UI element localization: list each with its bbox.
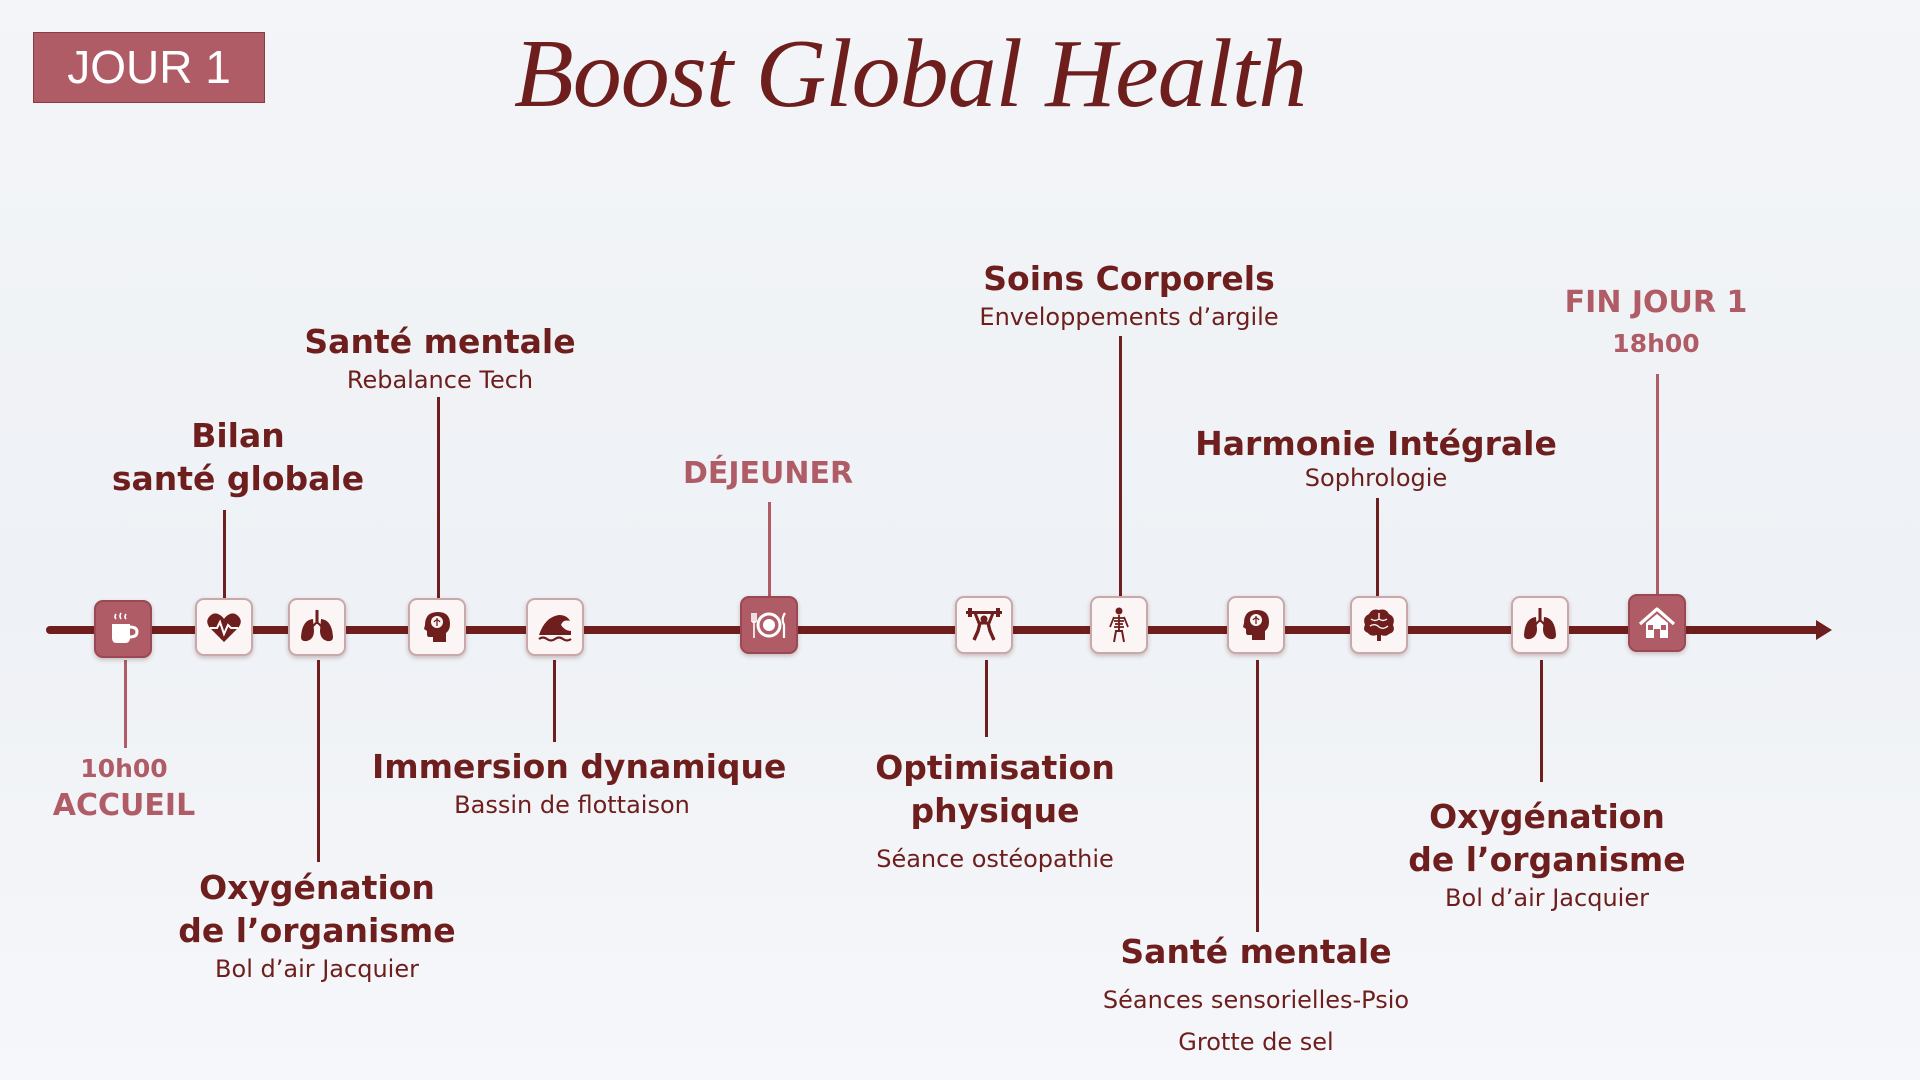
activity-title: physique xyxy=(910,791,1080,830)
node-fin-jour xyxy=(1628,594,1686,652)
activity-title: Oxygénation xyxy=(1429,797,1665,836)
label-oxygenation-1: Oxygénation de l’organisme Bol d’air Jac… xyxy=(152,866,482,986)
connector-oxygenation-2 xyxy=(1540,660,1543,782)
label-soins-corporels: Soins Corporels Enveloppements d’argile xyxy=(944,257,1314,334)
lunch-label: DÉJEUNER xyxy=(682,456,854,491)
label-sante-mentale-2: Santé mentale Séances sensorielles-Psio … xyxy=(1076,930,1436,1059)
activity-title: Bilan xyxy=(191,416,285,455)
label-oxygenation-2: Oxygénation de l’organisme Bol d’air Jac… xyxy=(1382,795,1712,915)
connector-fin-jour xyxy=(1656,374,1659,596)
node-harmonie xyxy=(1350,596,1408,654)
node-accueil xyxy=(94,600,152,658)
activity-title: de l’organisme xyxy=(178,911,456,950)
connector-oxygenation-1 xyxy=(317,660,320,862)
connector-optimisation xyxy=(985,660,988,737)
activity-subtitle: Rebalance Tech xyxy=(346,366,534,394)
house-icon xyxy=(1638,607,1676,638)
activity-title: Santé mentale xyxy=(304,322,576,361)
activity-title: Optimisation xyxy=(875,748,1115,787)
heartbeat-icon xyxy=(207,613,241,642)
page-title: Boost Global Health xyxy=(513,20,1307,128)
node-oxygenation-1 xyxy=(288,598,346,656)
activity-subtitle: Séances sensorielles-Psio xyxy=(1102,986,1410,1014)
connector-sante-mentale-2 xyxy=(1256,660,1259,932)
label-sante-mentale-1: Santé mentale Rebalance Tech xyxy=(280,320,600,397)
connector-bilan xyxy=(223,510,226,600)
plate-cutlery-icon xyxy=(751,612,786,638)
connector-accueil xyxy=(124,660,127,748)
start-time: 10h00 xyxy=(80,754,168,783)
node-sante-mentale-2 xyxy=(1227,596,1285,654)
node-soins-corporels xyxy=(1090,596,1148,654)
activity-subtitle: Bol d’air Jacquier xyxy=(215,955,419,983)
activity-title: Immersion dynamique xyxy=(372,747,787,786)
activity-title: de l’organisme xyxy=(1408,840,1686,879)
coffee-cup-icon xyxy=(112,612,139,643)
activity-subtitle: Sophrologie xyxy=(1304,464,1448,492)
activity-subtitle: Séance ostéopathie xyxy=(876,845,1114,873)
connector-dejeuner xyxy=(768,502,771,598)
activity-subtitle: Bassin de flottaison xyxy=(454,791,690,819)
lungs-icon xyxy=(1524,608,1556,640)
head-brain-icon xyxy=(1243,610,1269,640)
label-fin-jour: FIN JOUR 1 18h00 xyxy=(1536,283,1776,361)
label-optimisation: Optimisation physique Séance ostéopathie xyxy=(850,746,1140,876)
activity-title: Harmonie Intégrale xyxy=(1195,424,1557,463)
label-immersion: Immersion dynamique Bassin de flottaison xyxy=(372,745,787,822)
label-bilan: Bilan santé globale xyxy=(88,414,388,500)
timeline-arrowhead xyxy=(1816,620,1832,640)
connector-sante-mentale-1 xyxy=(437,397,440,600)
timeline-axis xyxy=(46,626,1822,634)
node-sante-mentale-1 xyxy=(408,598,466,656)
wave-icon xyxy=(538,615,572,642)
activity-subtitle: Bol d’air Jacquier xyxy=(1445,884,1649,912)
end-label: FIN JOUR 1 xyxy=(1564,285,1748,320)
start-label: ACCUEIL xyxy=(52,788,196,823)
skeleton-icon xyxy=(1109,607,1129,643)
connector-harmonie xyxy=(1376,498,1379,598)
lungs-icon xyxy=(301,610,333,642)
node-optimisation xyxy=(955,596,1013,654)
activity-title: Soins Corporels xyxy=(983,259,1275,298)
head-brain-icon xyxy=(424,612,450,642)
node-dejeuner xyxy=(740,596,798,654)
label-accueil: 10h00 ACCUEIL xyxy=(24,752,224,826)
node-oxygenation-2 xyxy=(1511,596,1569,654)
activity-title: Santé mentale xyxy=(1120,932,1392,971)
node-immersion xyxy=(526,598,584,656)
node-bilan xyxy=(195,598,253,656)
day-badge: JOUR 1 xyxy=(33,32,265,103)
brain-icon xyxy=(1364,609,1394,641)
activity-subtitle: Enveloppements d’argile xyxy=(979,303,1279,331)
label-dejeuner: DÉJEUNER xyxy=(648,454,888,494)
activity-subtitle: Grotte de sel xyxy=(1178,1028,1334,1056)
connector-soins-corporels xyxy=(1119,336,1122,598)
connector-immersion xyxy=(553,660,556,742)
label-harmonie: Harmonie Intégrale Sophrologie xyxy=(1176,422,1576,495)
end-time: 18h00 xyxy=(1612,329,1700,358)
activity-title: santé globale xyxy=(111,459,365,498)
weightlifter-icon xyxy=(966,608,1002,641)
activity-title: Oxygénation xyxy=(199,868,435,907)
